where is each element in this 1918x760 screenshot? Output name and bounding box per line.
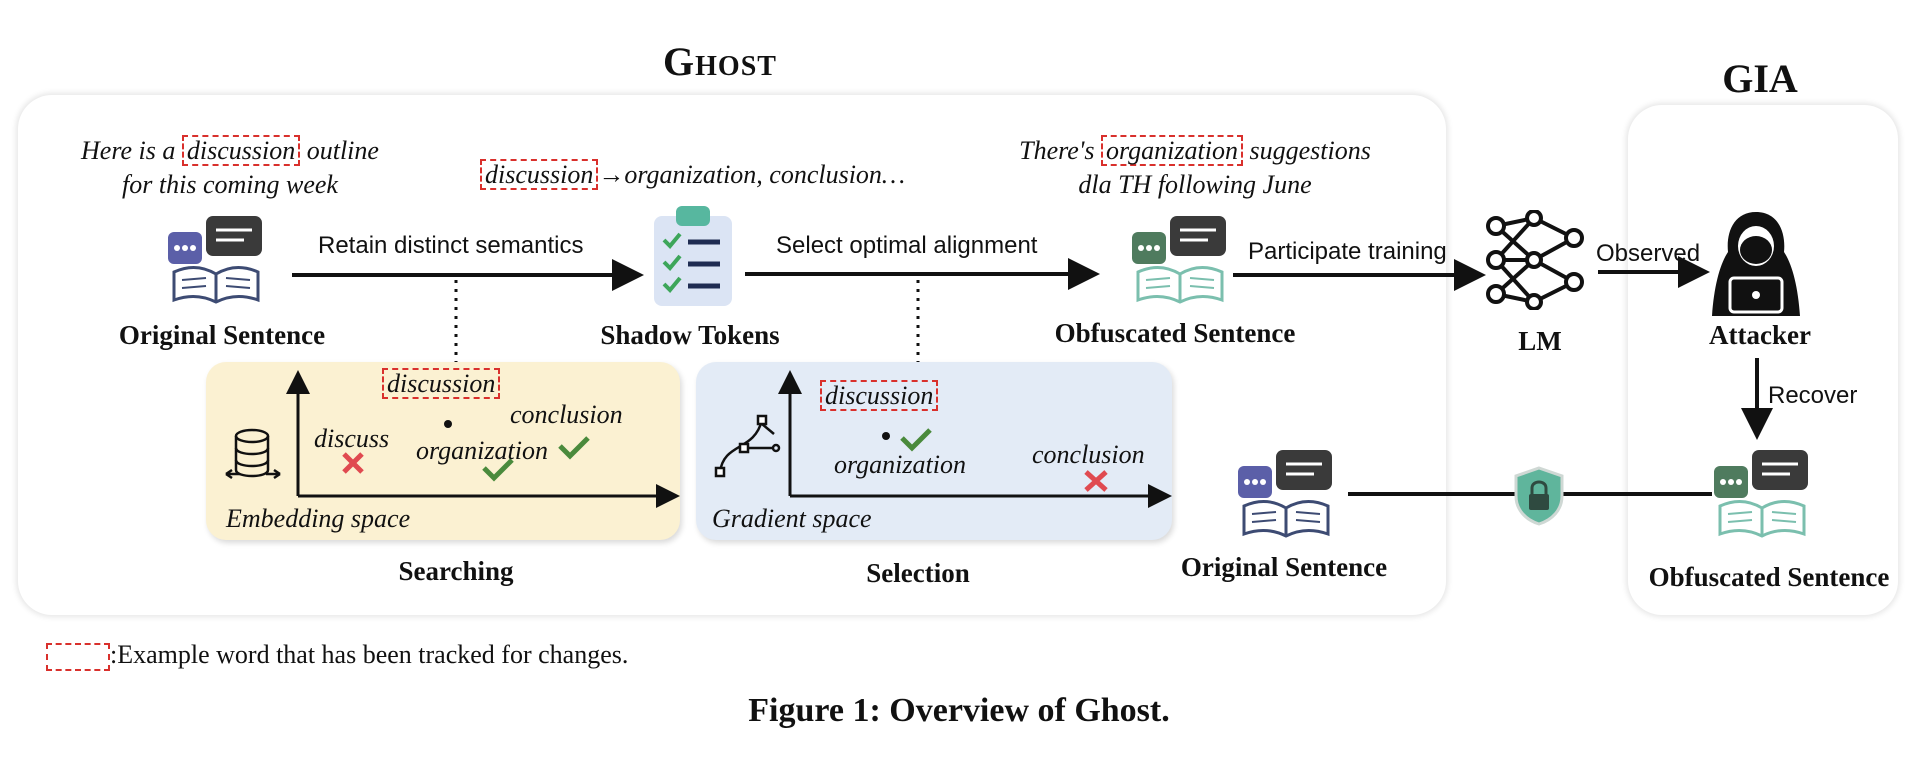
check-mark	[558, 436, 590, 460]
label-participate: Participate training	[1248, 238, 1447, 265]
label-obfuscated-sentence-2: Obfuscated Sentence	[1648, 562, 1890, 592]
figure-caption: Figure 1: Overview of Ghost.	[748, 692, 1170, 729]
tracked-word-box: discussion	[181, 135, 301, 167]
gradient-space-panel: discussion organization conclusion Gradi…	[696, 362, 1172, 540]
label-shadow-tokens: Shadow Tokens	[600, 320, 780, 350]
book-chat-icon	[1714, 450, 1808, 538]
book-chat-icon	[168, 216, 262, 304]
label-recover: Recover	[1768, 382, 1858, 409]
embedding-word-conclusion: conclusion	[510, 400, 623, 429]
gradient-caption: Gradient space	[712, 504, 872, 533]
legend-text: :Example word that has been tracked for …	[110, 640, 629, 669]
ghost-title: Ghost	[663, 39, 777, 84]
arrow-glyph: →	[598, 160, 625, 189]
original-sentence-text: Here is a discussion outline for this co…	[81, 135, 379, 199]
gradient-point	[882, 432, 890, 440]
bezier-curve-icon	[714, 414, 781, 478]
embedding-caption: Embedding space	[226, 504, 411, 533]
gradient-word-organization: organization	[834, 450, 966, 479]
label-selection: Selection	[866, 558, 970, 588]
embedding-word-discuss: discuss	[314, 424, 390, 453]
embedding-point	[444, 420, 452, 428]
label-original-sentence: Original Sentence	[118, 320, 326, 350]
embedding-word-organization: organization	[416, 436, 548, 465]
tracked-word-box: discussion	[480, 159, 599, 191]
cross-mark	[342, 452, 364, 474]
label-lm: LM	[1518, 326, 1562, 356]
legend: :Example word that has been tracked for …	[46, 640, 629, 672]
label-retain: Retain distinct semantics	[318, 232, 584, 259]
label-observed: Observed	[1596, 240, 1701, 267]
cross-mark	[1084, 470, 1108, 492]
label-original-sentence-2: Original Sentence	[1180, 552, 1388, 582]
obfuscated-sentence-text: There's organization suggestions dla TH …	[1019, 135, 1371, 199]
clipboard-checklist-icon	[654, 206, 732, 306]
book-chat-icon	[1238, 450, 1332, 538]
tracked-word-box: discussion	[382, 368, 501, 400]
database-icon	[225, 428, 281, 480]
check-mark	[482, 458, 514, 482]
shadow-candidates-text: discussion→organization, conclusion…	[480, 158, 1000, 192]
legend-swatch	[46, 643, 110, 672]
gia-title: GIA	[1722, 56, 1798, 101]
hacker-icon	[1712, 212, 1800, 316]
tracked-word-box: discussion	[820, 380, 939, 412]
label-searching: Searching	[398, 556, 514, 586]
check-mark	[900, 428, 932, 452]
book-chat-icon	[1132, 216, 1226, 304]
gradient-word-conclusion: conclusion	[1032, 440, 1145, 469]
label-attacker: Attacker	[1709, 320, 1811, 350]
embedding-space-panel: discussion conclusion discuss organizati…	[206, 362, 680, 540]
neural-network-icon	[1486, 210, 1584, 310]
label-select: Select optimal alignment	[776, 232, 1038, 259]
shield-lock-icon	[1514, 466, 1564, 526]
label-obfuscated-sentence: Obfuscated Sentence	[1054, 318, 1296, 348]
tracked-word-box: organization	[1101, 135, 1243, 167]
gradient-axes	[778, 370, 1172, 508]
embedding-axes	[286, 370, 680, 508]
